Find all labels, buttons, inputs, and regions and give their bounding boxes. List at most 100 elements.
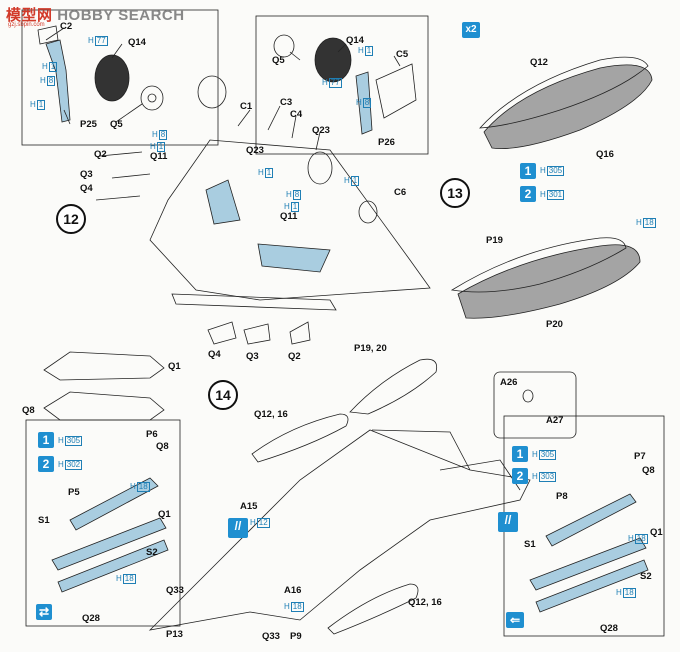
wheel-q14-left <box>94 54 130 102</box>
leaders-inset-left <box>45 27 143 125</box>
part-label: S2 <box>640 571 652 582</box>
part-label: S1 <box>38 515 50 526</box>
rotate-arrow-icon: ⇐ <box>506 612 524 628</box>
rail-s2-left-b <box>57 539 169 593</box>
part-label: Q8 <box>156 441 169 452</box>
tank-q12-16-b <box>327 583 419 635</box>
part-label: Q12 <box>530 57 548 68</box>
part-label: Q5 <box>272 55 285 66</box>
tank-q12-16-a <box>251 413 349 463</box>
part-label: C4 <box>290 109 303 120</box>
step-13: 13 <box>440 178 470 208</box>
part-label: C1 <box>240 101 253 112</box>
tank-upper-q12 <box>479 56 649 129</box>
part-label: S2 <box>146 547 158 558</box>
part-label: P26 <box>378 137 395 148</box>
part-label: Q33 <box>262 631 280 642</box>
leaders-inset-right <box>289 43 401 67</box>
part-label: P5 <box>68 487 80 498</box>
step-12: 12 <box>56 204 86 234</box>
paint-fragment-icon: // <box>498 512 518 532</box>
small-parts-q2-q4 <box>95 151 151 201</box>
part-label: P13 <box>166 629 183 640</box>
wing-top <box>371 429 471 471</box>
part-label: A15 <box>240 501 258 512</box>
main-gear-inset-right <box>255 15 429 155</box>
rotate-arrow-icon: ⇄ <box>36 604 52 620</box>
variant-2-icon: 2 <box>520 186 536 202</box>
part-label: Q4 <box>208 349 221 360</box>
part-label: Q8 <box>22 405 35 416</box>
part-label: C5 <box>396 49 409 60</box>
part-label: Q23 <box>246 145 264 156</box>
tank-p19-20 <box>349 358 438 415</box>
strut-p25 <box>45 39 71 123</box>
part-label: Q12, 16 <box>408 597 442 608</box>
part-label: Q1 <box>168 361 181 372</box>
part-label: Q4 <box>80 183 93 194</box>
tail-top <box>439 459 521 491</box>
part-label: Q11 <box>280 211 298 222</box>
part-label: P6 <box>146 429 158 440</box>
part-label: P9 <box>290 631 302 642</box>
antenna-inset <box>493 371 577 439</box>
part-label: Q2 <box>94 149 107 160</box>
multiplier-x2: x2 <box>462 22 480 38</box>
part-label: Q28 <box>600 623 618 634</box>
tank-lower-q16 <box>483 64 653 149</box>
door-c6 <box>358 200 378 224</box>
watermark-url: gzj.sbpin.com <box>8 22 45 28</box>
part-label: Q14 <box>128 37 146 48</box>
part-label: Q3 <box>246 351 259 362</box>
part-label: P8 <box>556 491 568 502</box>
part-label: C3 <box>280 97 293 108</box>
pylon-s1-right <box>545 493 637 547</box>
part-label: Q28 <box>82 613 100 624</box>
intake-q8 <box>43 391 165 421</box>
antenna-a26 <box>522 389 534 403</box>
pylon-s1-left <box>69 477 159 531</box>
tank-upper-p19 <box>450 237 627 293</box>
gear-bay-front <box>205 179 241 225</box>
step-14: 14 <box>208 380 238 410</box>
part-label: S1 <box>524 539 536 550</box>
gear-bay-rear <box>257 243 331 273</box>
hub-center-left <box>147 93 157 103</box>
main-wheel-step12 <box>307 151 333 185</box>
door-c5 <box>375 63 417 119</box>
nose-wheel <box>197 75 227 109</box>
rail-s2-left <box>51 517 167 571</box>
watermark: 模型网 HOBBY SEARCH <box>6 7 185 24</box>
part-label: Q33 <box>166 585 184 596</box>
wheel-q14-right <box>314 37 352 83</box>
part-label: P7 <box>634 451 646 462</box>
rail-s2-right <box>529 537 647 591</box>
hub-q5-right <box>273 34 295 58</box>
part-label: Q1 <box>650 527 663 538</box>
variant-1-icon: 1 <box>38 432 54 448</box>
paint-fragment-icon: // <box>228 518 248 538</box>
part-label: P20 <box>546 319 563 330</box>
part-label: P19 <box>486 235 503 246</box>
variant-1-icon: 1 <box>512 446 528 462</box>
